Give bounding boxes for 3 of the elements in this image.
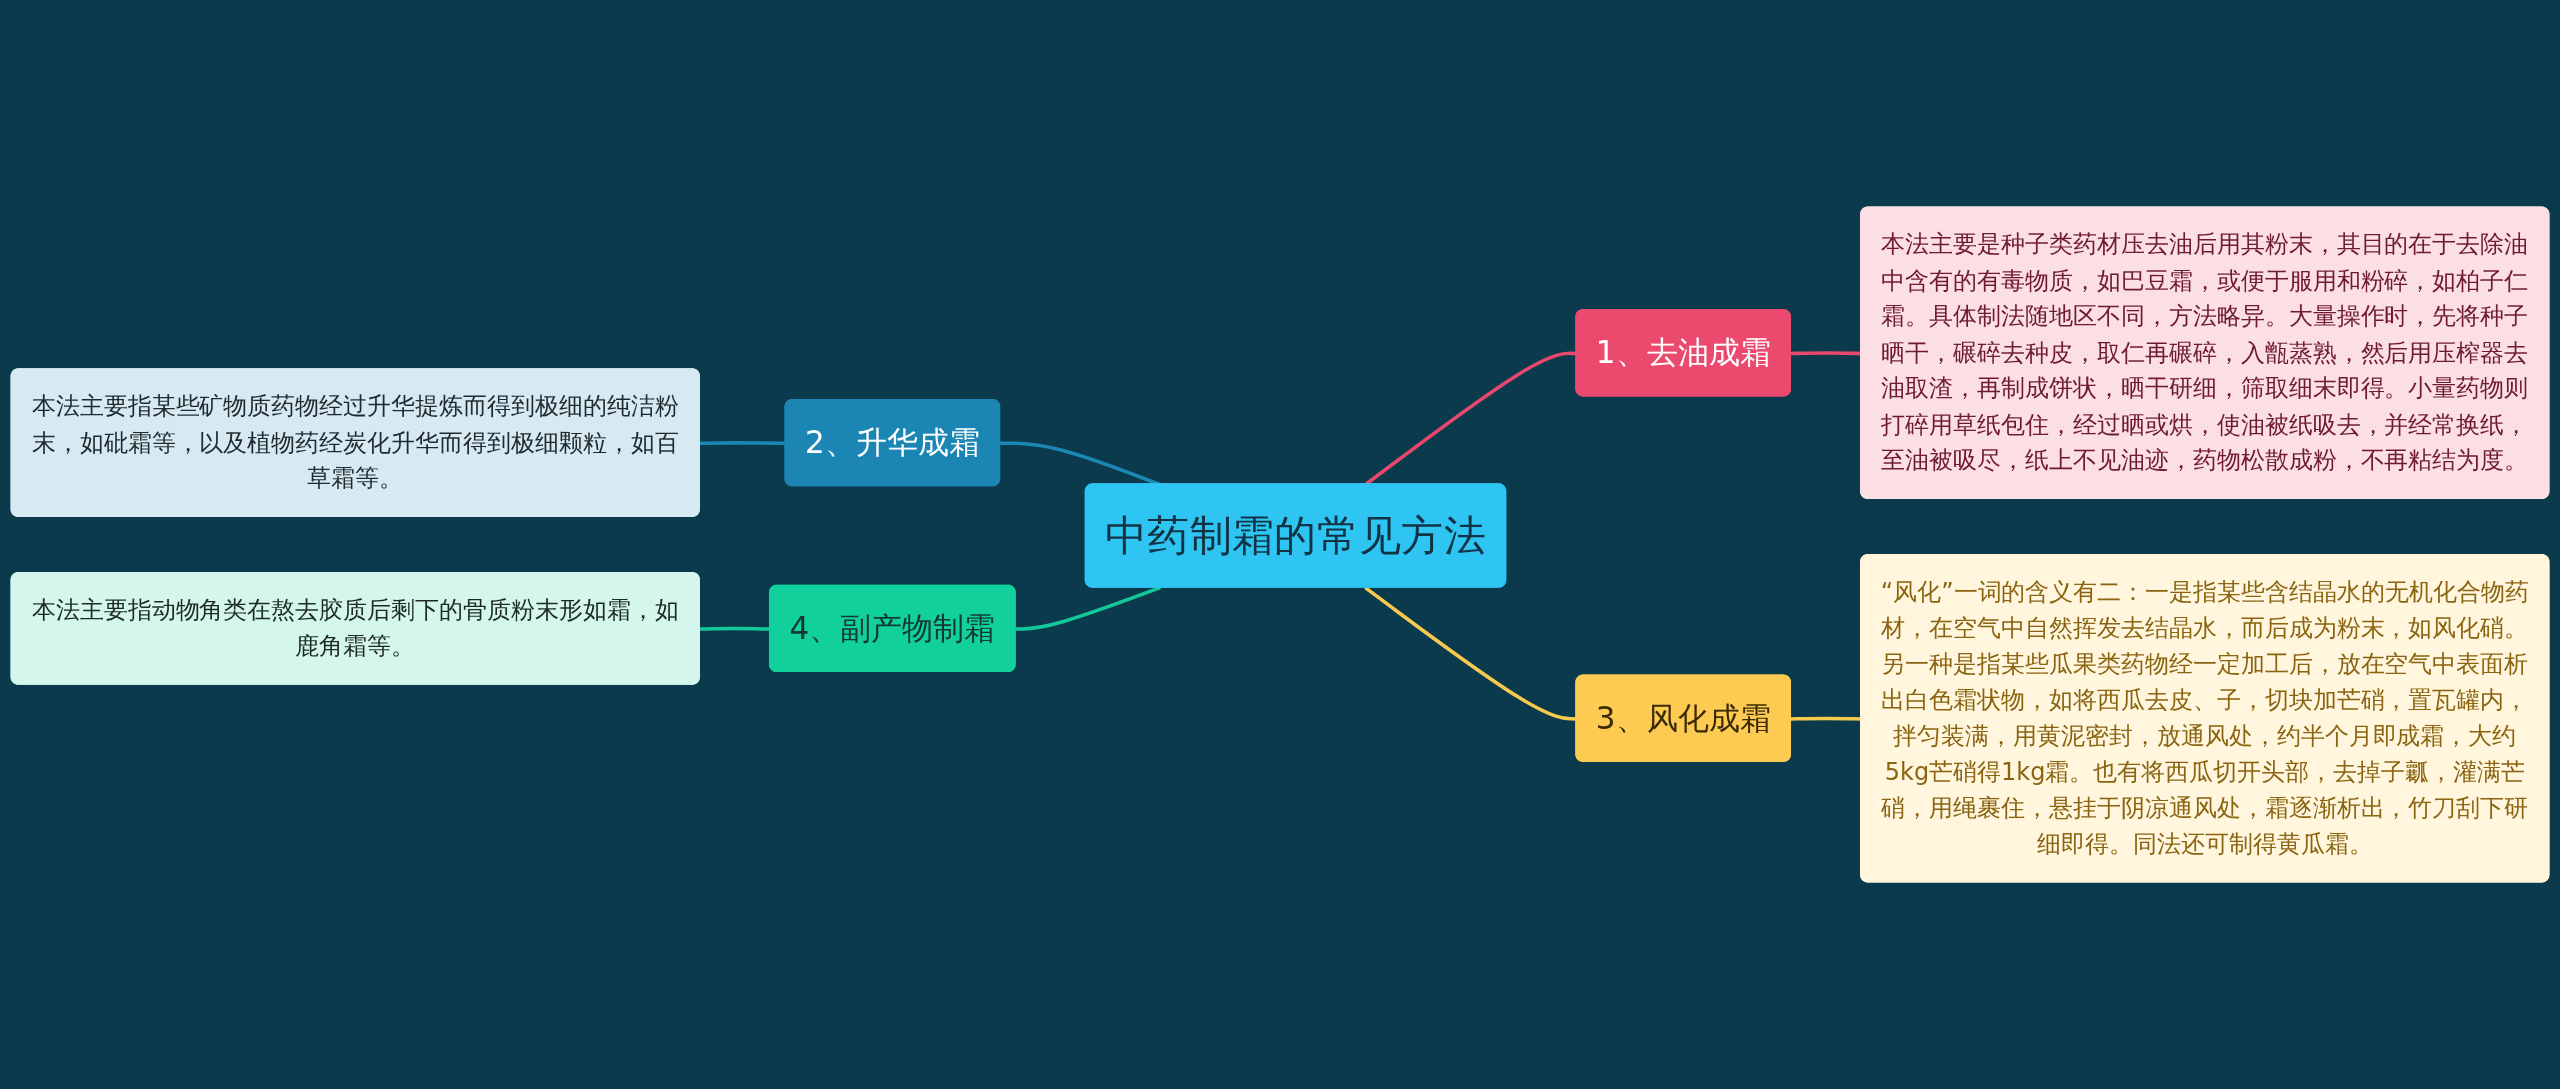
connector <box>1015 586 1161 631</box>
connector <box>1364 586 1577 721</box>
connector <box>699 441 786 446</box>
